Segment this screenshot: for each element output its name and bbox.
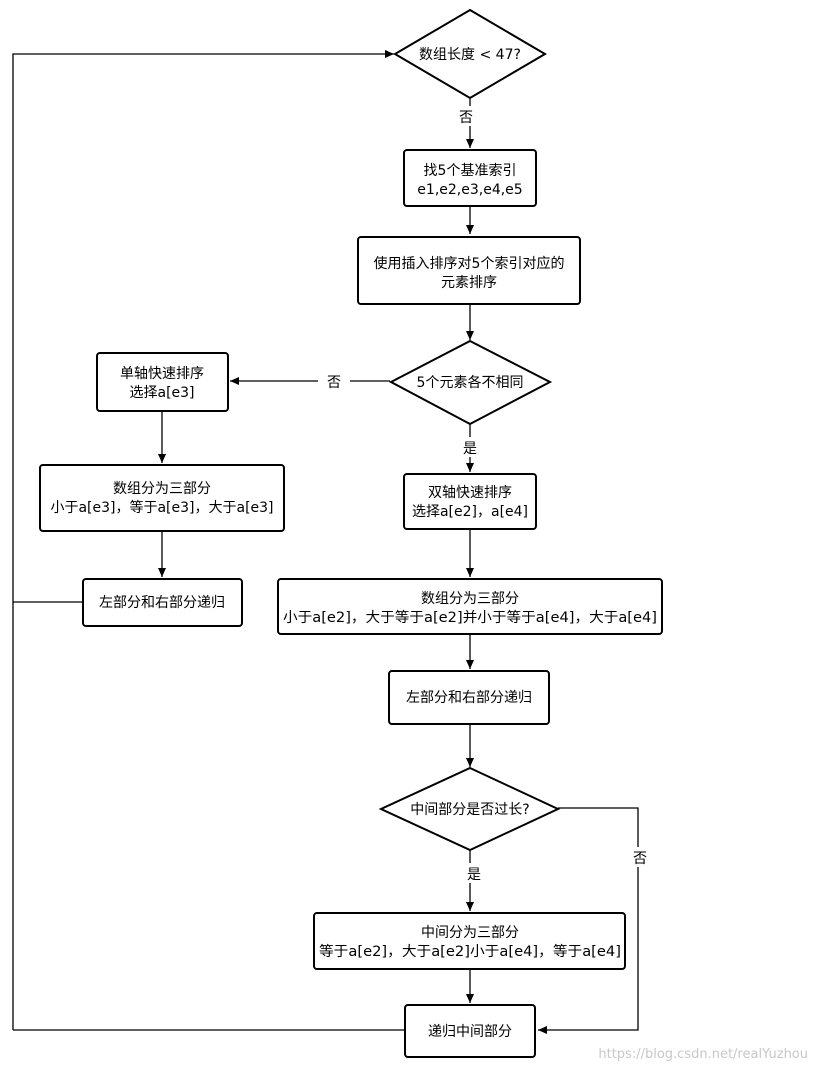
edge-labels: 否 否 是 是 否 bbox=[318, 106, 653, 883]
text-insertion-sort-2: 元素排序 bbox=[441, 275, 497, 291]
text-single-partition-2: 小于a[e3]，等于a[e3]，大于a[e3] bbox=[50, 499, 273, 516]
text-dual-partition-2: 小于a[e2]，大于等于a[e2]并小于等于a[e4]，大于a[e4] bbox=[283, 609, 657, 626]
label-diff-yes: 是 bbox=[463, 441, 477, 457]
text-distinct: 5个元素各不相同 bbox=[417, 375, 524, 391]
process-middle-partition bbox=[313, 912, 626, 970]
text-middle-partition-1: 中间分为三部分 bbox=[421, 925, 519, 941]
label-diff-no: 否 bbox=[327, 375, 341, 391]
edges bbox=[12, 50, 639, 1034]
process-single-pivot bbox=[96, 352, 229, 412]
process-dual-partition bbox=[277, 578, 663, 635]
text-dual-pivot-1: 双轴快速排序 bbox=[428, 485, 512, 501]
label-len-no: 否 bbox=[459, 110, 473, 126]
edge-mid-no bbox=[538, 807, 639, 1034]
text-single-recurse: 左部分和右部分递归 bbox=[99, 594, 225, 611]
text-array-length: 数组长度 < 47? bbox=[419, 47, 521, 63]
process-middle-recurse bbox=[404, 1004, 536, 1058]
node-texts: 数组长度 < 47? 找5个基准索引 e1,e2,e3,e4,e5 使用插入排序… bbox=[50, 47, 657, 1040]
text-dual-pivot-2: 选择a[e2]，a[e4] bbox=[412, 504, 528, 520]
process-single-partition bbox=[39, 464, 285, 532]
text-single-pivot-1: 单轴快速排序 bbox=[120, 366, 204, 382]
process-find-pivots bbox=[403, 149, 537, 207]
text-insertion-sort-1: 使用插入排序对5个索引对应的 bbox=[374, 255, 565, 272]
process-dual-pivot bbox=[403, 473, 537, 530]
decision-distinct bbox=[388, 339, 553, 426]
text-middle-long: 中间部分是否过长? bbox=[410, 802, 529, 818]
text-dual-partition-1: 数组分为三部分 bbox=[421, 591, 519, 607]
label-mid-yes: 是 bbox=[467, 867, 481, 883]
text-middle-recurse: 递归中间部分 bbox=[428, 1023, 512, 1040]
process-dual-recurse bbox=[388, 670, 550, 725]
process-single-recurse bbox=[82, 578, 243, 627]
label-mid-no: 否 bbox=[633, 851, 647, 867]
watermark-text: https://blog.csdn.net/realYuzhou bbox=[598, 1047, 808, 1062]
text-find-pivots-2: e1,e2,e3,e4,e5 bbox=[417, 182, 522, 198]
decision-middle-long bbox=[378, 766, 561, 852]
nodes bbox=[39, 8, 663, 1058]
process-insertion-sort bbox=[357, 236, 581, 305]
text-dual-recurse: 左部分和右部分递归 bbox=[406, 689, 532, 706]
text-single-pivot-2: 选择a[e3] bbox=[129, 385, 194, 401]
text-single-partition-1: 数组分为三部分 bbox=[113, 481, 211, 497]
text-find-pivots-1: 找5个基准索引 bbox=[424, 162, 517, 179]
decision-array-length bbox=[393, 8, 547, 100]
edge-loop-back bbox=[12, 50, 394, 603]
text-middle-partition-2: 等于a[e2]，大于a[e2]小于a[e4]，等于a[e4] bbox=[319, 943, 621, 960]
